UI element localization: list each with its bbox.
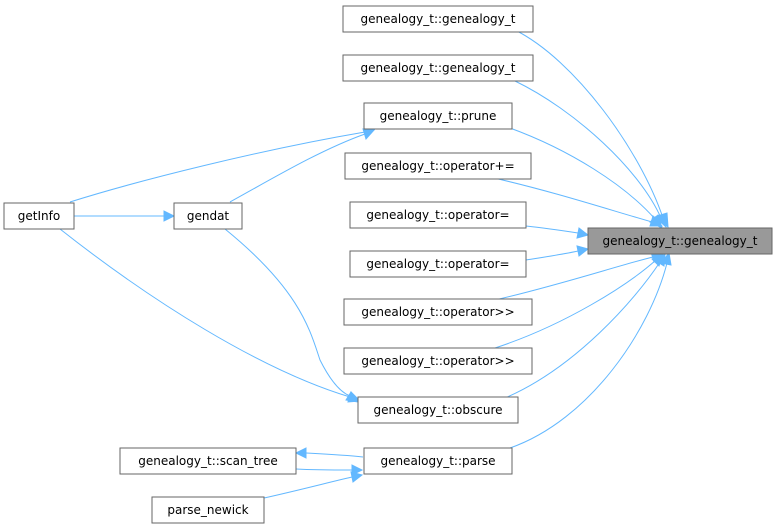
edge-parse-newick-parse (263, 471, 364, 499)
node-op-eq1-label: genealogy_t::operator= (366, 208, 509, 222)
edge-parse-target (509, 251, 672, 449)
edge-prune-target (509, 127, 663, 229)
node-parse-newick-label: parse_newick (167, 503, 248, 517)
edge-ctor1-target (514, 29, 669, 229)
node-ctor1[interactable]: genealogy_t::genealogy_t (342, 5, 534, 33)
edge-getinfo-obscure (59, 228, 362, 403)
node-parse-newick[interactable]: parse_newick (151, 496, 265, 524)
node-op-eq2-label: genealogy_t::operator= (366, 257, 509, 271)
edge-gendat-obscure (224, 228, 360, 403)
node-op-shift2-label: genealogy_t::operator>> (361, 354, 514, 368)
node-prune[interactable]: genealogy_t::prune (363, 102, 513, 130)
edge-parse-scan-tree (294, 447, 364, 459)
node-ctor2-label: genealogy_t::genealogy_t (361, 61, 516, 75)
node-obscure[interactable]: genealogy_t::obscure (357, 396, 519, 424)
edge-getinfo-prune (69, 126, 376, 203)
node-getinfo[interactable]: getInfo (3, 202, 75, 230)
node-op-plus-eq-label: genealogy_t::operator+= (361, 159, 514, 173)
node-target[interactable]: genealogy_t::genealogy_t (587, 227, 773, 255)
node-op-eq2[interactable]: genealogy_t::operator= (349, 250, 527, 278)
node-gendat[interactable]: gendat (173, 202, 243, 230)
node-op-shift2[interactable]: genealogy_t::operator>> (343, 347, 533, 375)
edge-opeq2-target (525, 245, 590, 261)
node-gendat-label: gendat (187, 209, 230, 223)
node-op-shift1[interactable]: genealogy_t::operator>> (343, 298, 533, 326)
node-ctor1-label: genealogy_t::genealogy_t (361, 12, 516, 26)
node-obscure-label: genealogy_t::obscure (374, 403, 503, 417)
node-op-eq1[interactable]: genealogy_t::operator= (349, 201, 527, 229)
edge-getinfo-gendat (74, 210, 176, 222)
node-getinfo-label: getInfo (18, 209, 60, 223)
node-parse[interactable]: genealogy_t::parse (363, 447, 513, 475)
node-scan-tree[interactable]: genealogy_t::scan_tree (119, 447, 297, 475)
node-scan-tree-label: genealogy_t::scan_tree (138, 454, 277, 468)
edge-opeq1-target (525, 225, 590, 239)
edge-ctor2-target (514, 80, 667, 229)
node-prune-label: genealogy_t::prune (380, 109, 497, 123)
node-parse-label: genealogy_t::parse (380, 454, 495, 468)
node-ctor2[interactable]: genealogy_t::genealogy_t (342, 54, 534, 82)
node-op-plus-eq[interactable]: genealogy_t::operator+= (344, 152, 532, 180)
node-target-label: genealogy_t::genealogy_t (603, 234, 758, 248)
node-op-shift1-label: genealogy_t::operator>> (361, 305, 514, 319)
edge-opplus-target (493, 177, 664, 227)
